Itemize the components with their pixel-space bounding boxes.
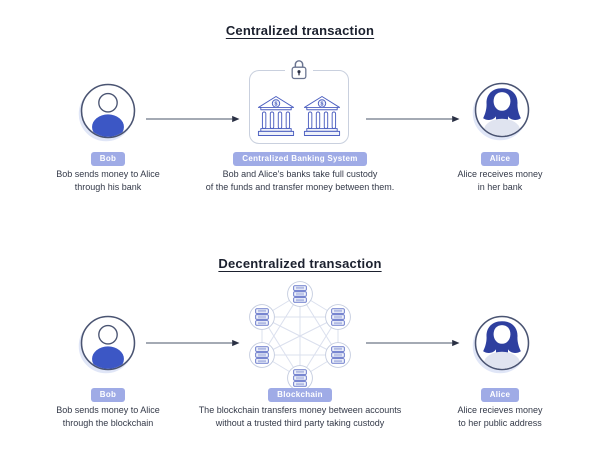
arrow-right-icon (366, 335, 460, 345)
decentralized-section: Decentralized transaction Bo (0, 233, 600, 465)
arrow-right-icon (146, 111, 240, 121)
alice-caption: Alice receives money in her bank (418, 168, 582, 193)
caption-line: of the funds and transfer money between … (205, 181, 395, 192)
center-caption: Bob and Alice's banks take full custody … (155, 168, 445, 193)
section-title: Decentralized transaction (218, 256, 382, 271)
caption-line: through his bank (74, 181, 142, 192)
server-node-icon (249, 342, 275, 368)
server-node-icon (325, 342, 351, 368)
blockchain-network-icon (238, 279, 362, 393)
caption-line: to her public address (458, 417, 542, 428)
network-links (261, 293, 339, 379)
male-avatar-icon (79, 82, 137, 140)
badge-label: Alice (480, 151, 520, 166)
bob-caption: Bob sends money to Alice through his ban… (26, 168, 190, 193)
caption-line: without a trusted third party taking cus… (215, 417, 385, 428)
centralized-banking-system-badge: Centralized Banking System (155, 148, 445, 166)
caption-line: in her bank (477, 181, 523, 192)
centralized-banking-box (249, 57, 349, 144)
female-avatar-icon (473, 314, 531, 372)
arrow-right-icon (366, 111, 460, 121)
bank-icon (257, 95, 295, 137)
caption-line: Bob sends money to Alice (56, 405, 160, 415)
alice-caption: Alice recieves money to her public addre… (418, 404, 582, 429)
bob-badge: Bob (26, 384, 190, 402)
caption-line: Bob and Alice's banks take full custody (222, 169, 378, 179)
badge-label: Bob (90, 387, 126, 402)
lock-icon (285, 57, 313, 81)
blockchain-badge: Blockchain (155, 384, 445, 402)
server-node-icon (287, 281, 313, 307)
server-node-icon (249, 304, 275, 330)
section-title: Centralized transaction (225, 23, 375, 38)
bank-icon (303, 95, 341, 137)
bob-badge: Bob (26, 148, 190, 166)
caption-line: Bob sends money to Alice (56, 169, 160, 179)
centralized-section: Centralized transaction Bob Centralized … (26, 23, 582, 193)
badge-label: Centralized Banking System (233, 151, 367, 166)
server-node-icon (325, 304, 351, 330)
caption-line: Alice receives money (457, 169, 543, 179)
alice-badge: Alice (418, 384, 582, 402)
caption-line: through the blockchain (62, 417, 154, 428)
arrow-right-icon (146, 335, 240, 345)
caption-line: The blockchain transfers money between a… (198, 405, 402, 415)
caption-line: Alice recieves money (457, 405, 543, 415)
center-caption: The blockchain transfers money between a… (155, 404, 445, 429)
badge-label: Bob (90, 151, 126, 166)
bob-caption: Bob sends money to Alice through the blo… (26, 404, 190, 429)
badge-label: Blockchain (268, 387, 332, 402)
alice-badge: Alice (418, 148, 582, 166)
female-avatar-icon (473, 81, 531, 139)
badge-label: Alice (480, 387, 520, 402)
male-avatar-icon (79, 314, 137, 372)
